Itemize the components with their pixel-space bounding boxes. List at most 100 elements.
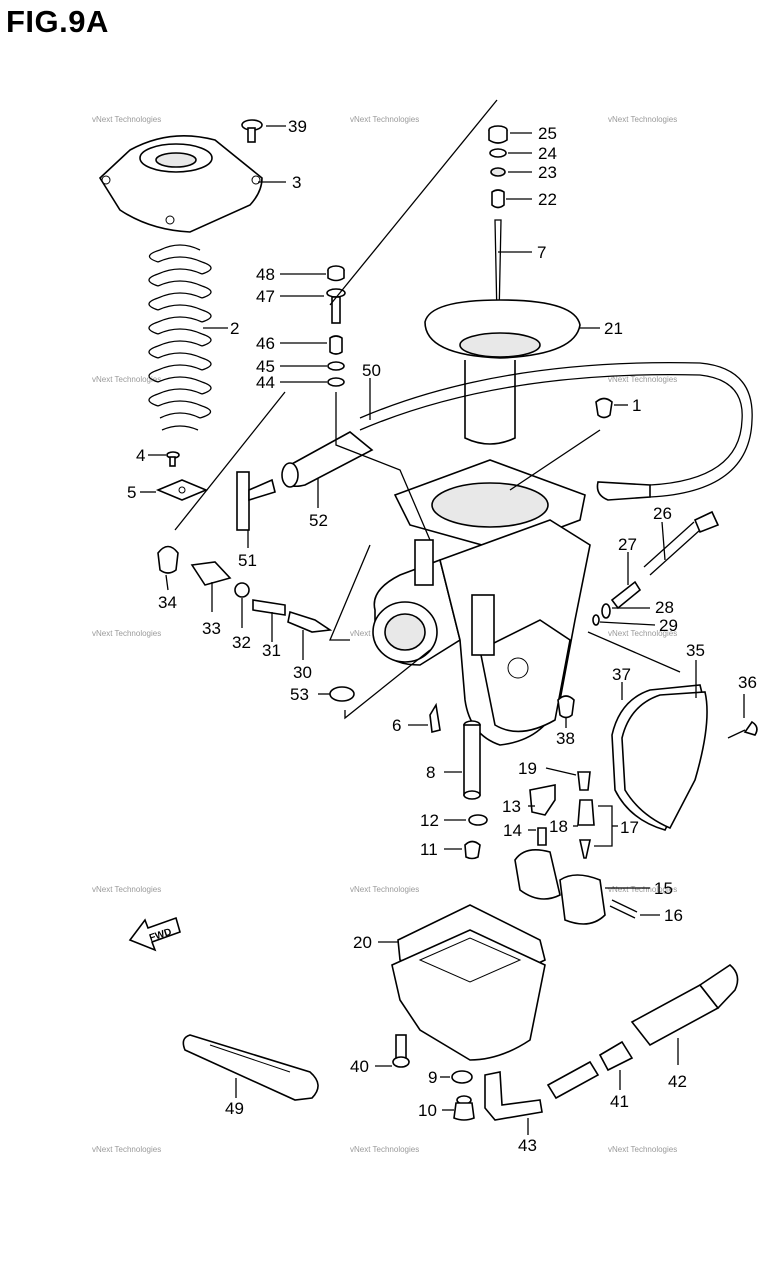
- callout-19: 19: [518, 759, 537, 778]
- part-screw-14: [537, 827, 547, 846]
- callout-46: 46: [256, 334, 275, 353]
- callout-50: 50: [362, 361, 381, 380]
- part-plug-10: [453, 1095, 475, 1121]
- part-hose-52: [281, 431, 374, 488]
- part-bracket-13: [529, 784, 556, 816]
- callout-29: 29: [659, 616, 678, 635]
- watermark: vNext Technologies: [608, 1145, 677, 1154]
- callout-43: 43: [518, 1136, 537, 1155]
- callout-10: 10: [418, 1101, 437, 1120]
- part-valve-18: [577, 799, 595, 826]
- part-needle-17: [579, 839, 591, 859]
- part-jet-11: [464, 840, 481, 860]
- part-oring-53: [329, 686, 355, 702]
- part-screw-47: [326, 288, 346, 324]
- callout-5: 5: [127, 483, 136, 502]
- callout-numbers: 39 3 2 4 5 25 24 23 22 7 21 48 47 46 45 …: [127, 117, 757, 1155]
- callout-14: 14: [503, 821, 522, 840]
- part-piston-21: [424, 299, 581, 445]
- part-screw-4: [166, 451, 180, 467]
- watermark: vNext Technologies: [350, 885, 419, 894]
- part-jet-6: [429, 702, 441, 733]
- callout-6: 6: [392, 716, 401, 735]
- callout-32: 32: [232, 633, 251, 652]
- callout-9: 9: [428, 1068, 437, 1087]
- callout-49: 49: [225, 1099, 244, 1118]
- part-screw-26: [643, 510, 720, 576]
- part-tube-8: [463, 720, 481, 800]
- callout-51: 51: [238, 551, 257, 570]
- callout-48: 48: [256, 265, 275, 284]
- callout-38: 38: [556, 729, 575, 748]
- part-spring-46: [329, 335, 343, 355]
- part-plate-5: [155, 479, 209, 501]
- callout-8: 8: [426, 763, 435, 782]
- callout-35: 35: [686, 641, 705, 660]
- part-spring-27: [610, 580, 642, 610]
- watermark: vNext Technologies: [350, 1145, 419, 1154]
- callout-30: 30: [293, 663, 312, 682]
- callout-22: 22: [538, 190, 557, 209]
- callout-18: 18: [549, 817, 568, 836]
- part-cover-35: [621, 691, 708, 830]
- callout-23: 23: [538, 163, 557, 182]
- part-spring-2: [148, 244, 212, 431]
- callout-3: 3: [292, 173, 301, 192]
- watermark: vNext Technologies: [92, 629, 161, 638]
- figure-title: FIG.9A: [6, 4, 109, 39]
- callout-53: 53: [290, 685, 309, 704]
- part-fitting-51: [236, 471, 276, 531]
- callout-25: 25: [538, 124, 557, 143]
- callout-21: 21: [604, 319, 623, 338]
- part-needle-30: [287, 610, 333, 633]
- part-washer-12: [468, 814, 488, 826]
- part-plug-38: [557, 695, 575, 719]
- part-needle-19: [577, 771, 591, 791]
- callout-44: 44: [256, 373, 275, 392]
- watermark: vNext Technologies: [608, 629, 677, 638]
- callout-26: 26: [653, 504, 672, 523]
- part-carburetor-body: [372, 459, 591, 746]
- part-screw-39: [241, 119, 263, 143]
- part-washer-23: [490, 167, 506, 177]
- part-screw-40: [392, 1034, 410, 1068]
- watermark: vNext Technologies: [92, 115, 161, 124]
- callout-2: 2: [230, 319, 239, 338]
- part-spring-31: [252, 599, 286, 616]
- callout-15: 15: [654, 879, 673, 898]
- callout-28: 28: [655, 598, 674, 617]
- part-washer-9: [451, 1070, 473, 1084]
- part-washer-44: [327, 377, 345, 387]
- callout-45: 45: [256, 357, 275, 376]
- part-washer-28: [601, 603, 611, 619]
- callout-27: 27: [618, 535, 637, 554]
- callout-16: 16: [664, 906, 683, 925]
- callout-37: 37: [612, 665, 631, 684]
- callout-12: 12: [420, 811, 439, 830]
- callout-13: 13: [502, 797, 521, 816]
- part-filter-42: [630, 964, 739, 1047]
- part-screw-1: [595, 397, 613, 419]
- callout-39: 39: [288, 117, 307, 136]
- watermark: vNext Technologies: [608, 115, 677, 124]
- callout-36: 36: [738, 673, 757, 692]
- callout-34: 34: [158, 593, 177, 612]
- callout-31: 31: [262, 641, 281, 660]
- part-strap-49: [182, 1034, 319, 1101]
- callout-52: 52: [309, 511, 328, 530]
- callout-42: 42: [668, 1072, 687, 1091]
- part-oring-45: [327, 361, 345, 371]
- part-cover-3: [98, 135, 263, 233]
- leader-lines: [140, 99, 745, 1135]
- part-cap-34: [157, 545, 179, 574]
- callout-1: 1: [632, 396, 641, 415]
- part-hose: [546, 1060, 600, 1100]
- fwd-arrow: FWD: [128, 916, 181, 952]
- watermark: vNext Technologies: [92, 1145, 161, 1154]
- part-clip-24: [489, 148, 507, 158]
- watermark: vNext Technologies: [92, 375, 161, 384]
- part-float-bowl-20: [391, 904, 546, 1061]
- callout-11: 11: [420, 840, 438, 859]
- part-spring-22: [491, 189, 505, 209]
